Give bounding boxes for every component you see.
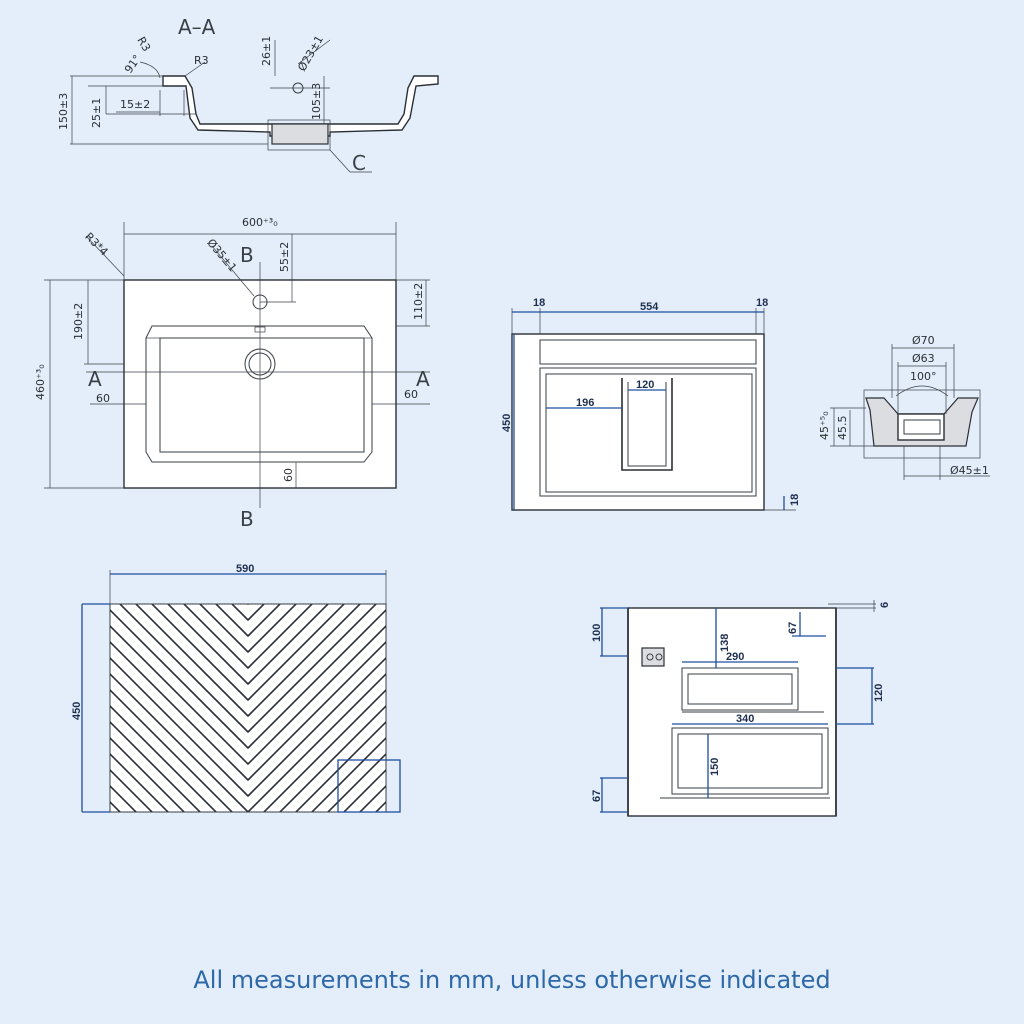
label-290: 290 xyxy=(726,651,744,663)
label-width-600: 600⁺³₀ xyxy=(242,216,278,229)
label-55: 55±2 xyxy=(278,242,291,272)
chevron-stripe xyxy=(182,604,314,670)
chevron-stripe xyxy=(118,604,378,734)
chevron-stripe xyxy=(110,656,386,798)
label-60-left: 60 xyxy=(96,392,110,405)
label-590: 590 xyxy=(236,563,254,575)
chevron-stripe xyxy=(110,624,386,766)
label-b-bottom: B xyxy=(240,507,254,531)
label-side-120: 120 xyxy=(873,684,885,702)
label-d63: Ø63 xyxy=(912,352,935,365)
section-aa-view: A–A 91° R3 R3 26±1 Ø23±1 150±3 25±1 15±2… xyxy=(57,15,439,175)
label-45-tol: 45⁺⁵₀ xyxy=(818,411,831,440)
upper-drawer-inner xyxy=(687,673,793,705)
chevron-stripe xyxy=(230,604,266,622)
detail-c-label: C xyxy=(352,151,366,175)
door-outline xyxy=(109,603,387,813)
label-d23: Ø23±1 xyxy=(295,33,326,73)
lower-drawer-inner xyxy=(677,733,823,789)
label-138: 138 xyxy=(719,634,731,652)
chevron-stripe xyxy=(150,604,346,702)
basin-bowl-outer xyxy=(145,325,373,463)
label-6: 6 xyxy=(879,602,891,608)
label-d35: Ø35±1 xyxy=(204,236,239,274)
drain-detail-cavity xyxy=(897,413,945,441)
label-18-bottom: 18 xyxy=(789,494,801,506)
label-67-bottom: 67 xyxy=(591,790,603,802)
label-150: 150 xyxy=(709,758,721,776)
label-18-left: 18 xyxy=(533,297,545,309)
chevron-stripe xyxy=(110,640,386,782)
drain-detail-plug xyxy=(903,419,941,435)
label-554: 554 xyxy=(640,301,659,313)
label-60-right: 60 xyxy=(404,388,418,401)
label-26: 26±1 xyxy=(260,36,273,66)
label-15: 15±2 xyxy=(120,98,150,111)
label-d45: Ø45±1 xyxy=(950,464,989,477)
label-r3-a: R3 xyxy=(134,35,153,54)
chevron-stripe xyxy=(214,604,282,638)
label-150: 150±3 xyxy=(57,93,70,130)
label-100: 100 xyxy=(591,624,603,642)
label-b-top: B xyxy=(240,243,254,267)
label-r3x4: R3*4 xyxy=(82,230,110,258)
door-front-view: 590 450 xyxy=(71,563,401,813)
label-18-right: 18 xyxy=(756,297,768,309)
drain-detail-frame xyxy=(863,389,981,459)
label-d70: Ø70 xyxy=(912,334,935,347)
basin-top-view: 600⁺³₀ R3*4 Ø35±1 B 55±2 110±2 190±2 460… xyxy=(34,216,430,531)
basin-bowl-inner xyxy=(159,337,365,453)
cabinet-outline xyxy=(511,333,765,511)
waste-outlet-section xyxy=(271,123,329,145)
plumbing-cutout-inner xyxy=(627,382,667,467)
cabinet-side-section: 6 100 138 67 290 120 340 150 67 xyxy=(591,600,891,817)
label-door-450: 450 xyxy=(71,702,83,720)
label-105: 105±3 xyxy=(310,83,323,120)
lower-drawer-box xyxy=(671,727,829,795)
chevron-stripe xyxy=(166,604,330,686)
label-340: 340 xyxy=(736,713,754,725)
cabinet-top-panel xyxy=(539,339,757,365)
label-450: 450 xyxy=(501,414,513,432)
label-a-left: A xyxy=(88,367,102,391)
label-r3-b: R3 xyxy=(194,54,209,67)
drawer-inner xyxy=(545,373,753,493)
chevron-stripe xyxy=(198,604,298,654)
section-aa-title: A–A xyxy=(178,15,216,39)
upper-drawer-box xyxy=(681,667,799,711)
label-120: 120 xyxy=(636,379,654,391)
detail-highlight-box xyxy=(337,759,401,813)
label-196: 196 xyxy=(576,397,594,409)
drain-detail-view: Ø70 Ø63 100° 45⁺⁵₀ 45.5 Ø45±1 xyxy=(818,334,990,480)
label-25: 25±1 xyxy=(90,98,103,128)
chevron-stripe xyxy=(134,604,362,718)
chevron-pattern xyxy=(110,604,386,812)
label-a-right: A xyxy=(416,367,430,391)
label-45-5: 45.5 xyxy=(836,416,849,441)
label-460: 460⁺³₀ xyxy=(34,364,47,400)
cabinet-front-view: 18 554 18 120 196 450 18 xyxy=(501,297,801,511)
detail-c-box xyxy=(267,119,331,151)
label-60-bottom: 60 xyxy=(282,468,295,482)
plumbing-cutout xyxy=(621,378,673,471)
label-100deg: 100° xyxy=(910,370,937,383)
chevron-stripe xyxy=(110,608,386,750)
label-67-top: 67 xyxy=(787,622,799,634)
footer-note: All measurements in mm, unless otherwise… xyxy=(193,966,831,994)
label-190: 190±2 xyxy=(72,303,85,340)
label-110: 110±2 xyxy=(412,283,425,320)
label-angle-91: 91° xyxy=(122,52,144,75)
